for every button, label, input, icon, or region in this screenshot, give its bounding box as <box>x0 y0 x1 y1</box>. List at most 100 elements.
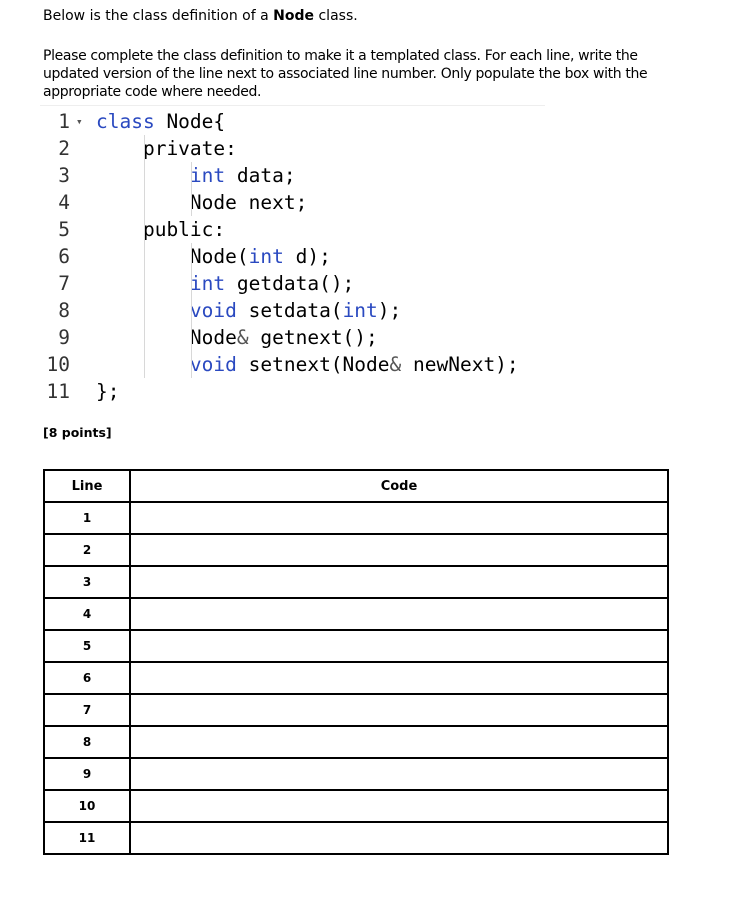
code-keyword: int <box>248 245 284 268</box>
answer-code-field[interactable] <box>129 629 669 663</box>
indent-guide <box>191 243 192 378</box>
indent-guide <box>144 135 145 378</box>
code-line: 10 void setnext(Node& newNext); <box>40 351 545 378</box>
answer-table-header: Line Code <box>43 469 669 503</box>
line-number: 1 <box>58 110 70 133</box>
line-number: 10 <box>46 353 70 376</box>
intro-before: Below is the class definition of a <box>43 8 274 24</box>
instructions: Please complete the class definition to … <box>43 47 653 101</box>
answer-row: 5 <box>43 629 669 663</box>
answer-code-field[interactable] <box>129 757 669 791</box>
answer-code-field[interactable] <box>129 693 669 727</box>
code-text: Node(int d); <box>96 243 331 270</box>
answer-row: 1 <box>43 501 669 535</box>
indent-guide <box>191 162 192 216</box>
answer-code-field[interactable] <box>129 725 669 759</box>
code-block: 1▾class Node{2 private:3 int data;4 Node… <box>40 105 545 405</box>
instructions-line-2: updated version of the line next to asso… <box>43 66 648 82</box>
answer-line-number: 3 <box>43 565 131 599</box>
line-number: 9 <box>58 326 70 349</box>
answer-row: 3 <box>43 565 669 599</box>
code-text: private: <box>96 135 237 162</box>
answer-line-number: 8 <box>43 725 131 759</box>
code-token <box>96 353 190 376</box>
code-text: Node next; <box>96 189 307 216</box>
code-token: Node next; <box>96 191 308 214</box>
instructions-line-3: appropriate code where needed. <box>43 84 262 100</box>
line-number: 4 <box>58 191 70 214</box>
answer-line-number: 5 <box>43 629 131 663</box>
code-text: int data; <box>96 162 296 189</box>
fold-arrow-icon[interactable]: ▾ <box>76 115 83 128</box>
answer-code-field[interactable] <box>129 533 669 567</box>
answer-code-field[interactable] <box>129 597 669 631</box>
code-token: setnext(Node <box>236 353 390 376</box>
code-token: setdata( <box>236 299 343 322</box>
intro-class-name: Node <box>273 8 315 24</box>
code-line: 2 private: <box>40 135 545 162</box>
answer-code-field[interactable] <box>129 661 669 695</box>
code-token: newNext); <box>401 353 519 376</box>
code-text: public: <box>96 216 225 243</box>
answer-row: 2 <box>43 533 669 567</box>
code-line: 1 ▾ class Node{ <box>40 108 545 135</box>
answer-row: 9 <box>43 757 669 791</box>
answer-line-number: 4 <box>43 597 131 631</box>
code-line: 9 Node& getnext(); <box>40 324 545 351</box>
code-token: }; <box>96 380 120 403</box>
intro-text: Below is the class definition of a Node … <box>43 7 358 25</box>
answer-line-number: 6 <box>43 661 131 695</box>
code-token <box>96 272 190 295</box>
instructions-line-1: Please complete the class definition to … <box>43 48 638 64</box>
answer-line-number: 2 <box>43 533 131 567</box>
code-line: 3 int data; <box>40 162 545 189</box>
code-line: 11}; <box>40 378 545 405</box>
code-line: 4 Node next; <box>40 189 545 216</box>
header-line: Line <box>43 469 131 503</box>
code-line: 8 void setdata(int); <box>40 297 545 324</box>
answer-code-field[interactable] <box>129 565 669 599</box>
code-token <box>96 164 190 187</box>
line-number: 2 <box>58 137 70 160</box>
answer-line-number: 1 <box>43 501 131 535</box>
code-text: void setdata(int); <box>96 297 401 324</box>
answer-code-field[interactable] <box>129 789 669 823</box>
answer-row: 11 <box>43 821 669 855</box>
code-token: d); <box>283 245 331 268</box>
points-label: [8 points] <box>43 425 112 440</box>
line-number: 8 <box>58 299 70 322</box>
answer-code-field[interactable] <box>129 501 669 535</box>
answer-line-number: 9 <box>43 757 131 791</box>
answer-line-number: 10 <box>43 789 131 823</box>
code-token: private: <box>96 137 237 160</box>
line-number: 3 <box>58 164 70 187</box>
line-number: 11 <box>46 380 70 403</box>
code-keyword: void <box>189 299 237 322</box>
intro-after: class. <box>314 8 358 24</box>
code-keyword: void <box>189 353 237 376</box>
line-number: 5 <box>58 218 70 241</box>
code-token: Node( <box>96 245 249 268</box>
line-number: 6 <box>58 245 70 268</box>
code-line: 5 public: <box>40 216 545 243</box>
code-text: void setnext(Node& newNext); <box>96 351 519 378</box>
code-token: getnext(); <box>248 326 378 349</box>
answer-row: 7 <box>43 693 669 727</box>
code-text: int getdata(); <box>96 270 354 297</box>
answer-line-number: 11 <box>43 821 131 855</box>
code-text: Node& getnext(); <box>96 324 378 351</box>
answer-row: 4 <box>43 597 669 631</box>
code-token: & <box>236 326 249 349</box>
code-token: Node{ <box>154 110 226 133</box>
line-number: 7 <box>58 272 70 295</box>
code-keyword: int <box>189 164 226 187</box>
code-token: & <box>389 353 402 376</box>
answer-row: 8 <box>43 725 669 759</box>
code-token: ); <box>377 299 402 322</box>
answer-code-field[interactable] <box>129 821 669 855</box>
code-keyword: int <box>342 299 378 322</box>
code-line: 6 Node(int d); <box>40 243 545 270</box>
code-keyword: class <box>96 110 155 133</box>
